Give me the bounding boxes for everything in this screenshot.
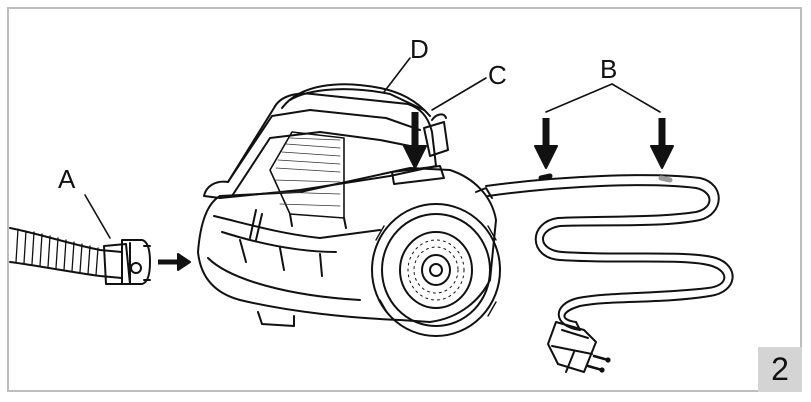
callout-b: B [600, 54, 618, 84]
leader-lines-b [545, 83, 661, 113]
leader-line-c [431, 77, 487, 111]
arrow-b-left-head [534, 145, 558, 169]
power-cord [485, 174, 734, 373]
vacuum-body [197, 83, 501, 337]
press-arrow-c-head [403, 145, 427, 169]
callout-d: D [410, 34, 429, 64]
arrow-b-right-head [650, 145, 674, 169]
leader-line-d [383, 57, 411, 93]
callout-a: A [58, 164, 76, 194]
figure-number-badge: 2 [758, 347, 802, 392]
leader-line-a [84, 194, 111, 239]
insert-arrow-head [177, 253, 191, 271]
cord-mark-2 [658, 175, 673, 183]
callout-c: C [488, 60, 507, 90]
cord-mark-1 [538, 173, 553, 181]
hose [9, 227, 151, 285]
